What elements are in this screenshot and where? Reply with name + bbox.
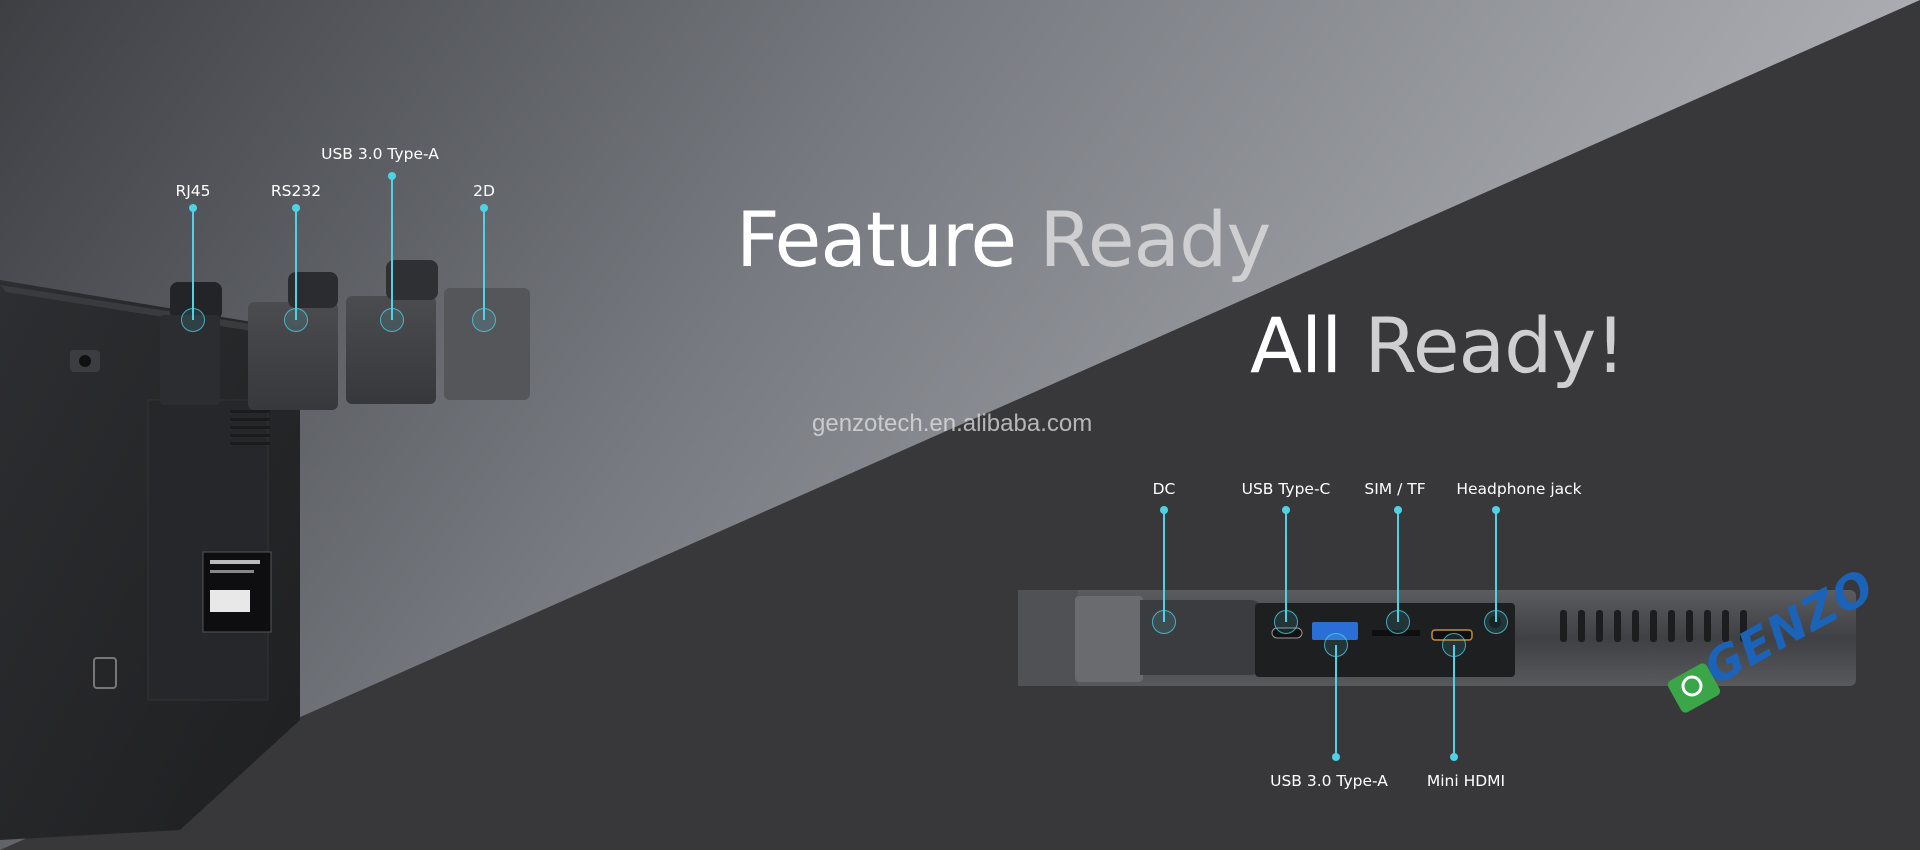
- callout-target-dc: [1152, 610, 1176, 634]
- headline-line-2: All Ready!: [1250, 308, 1626, 384]
- callout-line-usb30-top: [391, 176, 393, 320]
- callout-label-usb-type-c: USB Type-C: [1241, 480, 1331, 498]
- callout-label-dc: DC: [1152, 480, 1176, 498]
- callout-dot-sim-tf: [1394, 506, 1402, 514]
- callout-target-headphone-jack: [1484, 610, 1508, 634]
- callout-label-usb30-top: USB 3.0 Type-A: [321, 145, 439, 163]
- callout-dot-rj45: [189, 204, 197, 212]
- callout-label-rj45: RJ45: [175, 182, 211, 200]
- callout-line-dc: [1163, 510, 1165, 622]
- tablet-back-image: [0, 280, 300, 840]
- callout-target-rs232: [284, 308, 308, 332]
- headline-word-all: All: [1250, 301, 1342, 390]
- headline-word-ready: Ready: [1039, 195, 1271, 284]
- callout-line-2d: [483, 208, 485, 320]
- callout-dot-usb-type-c: [1282, 506, 1290, 514]
- callout-dot-mini-hdmi: [1450, 753, 1458, 761]
- callout-line-rs232: [295, 208, 297, 320]
- device-side-view-image: [1018, 590, 1856, 686]
- headline-word-feature: Feature: [736, 195, 1017, 284]
- callout-dot-dc: [1160, 506, 1168, 514]
- callout-label-2d: 2D: [473, 182, 495, 200]
- callout-label-mini-hdmi: Mini HDMI: [1426, 772, 1506, 790]
- callout-line-usb30-bottom: [1335, 645, 1337, 757]
- expansion-modules-image: [160, 260, 530, 410]
- callout-target-sim-tf: [1386, 610, 1410, 634]
- callout-target-usb30-top: [380, 308, 404, 332]
- callout-line-rj45: [192, 208, 194, 320]
- callout-target-2d: [472, 308, 496, 332]
- site-watermark: genzotech.en.alibaba.com: [812, 410, 1093, 437]
- callout-label-rs232: RS232: [270, 182, 322, 200]
- callout-dot-usb30-bottom: [1332, 753, 1340, 761]
- callout-dot-2d: [480, 204, 488, 212]
- callout-label-sim-tf: SIM / TF: [1364, 480, 1426, 498]
- callout-target-usb-type-c: [1274, 610, 1298, 634]
- callout-label-headphone-jack: Headphone jack: [1456, 480, 1582, 498]
- callout-dot-rs232: [292, 204, 300, 212]
- callout-line-mini-hdmi: [1453, 645, 1455, 757]
- headline-line-1: Feature Ready: [736, 202, 1271, 278]
- brand-logo-icon: [1667, 663, 1721, 713]
- callout-line-headphone-jack: [1495, 510, 1497, 622]
- callout-line-usb-type-c: [1285, 510, 1287, 622]
- callout-label-usb30-bottom: USB 3.0 Type-A: [1270, 772, 1388, 790]
- callout-dot-usb30-top: [388, 172, 396, 180]
- headline-word-ready-exclaim: Ready!: [1364, 301, 1625, 390]
- callout-line-sim-tf: [1397, 510, 1399, 622]
- callout-dot-headphone-jack: [1492, 506, 1500, 514]
- callout-target-rj45: [181, 308, 205, 332]
